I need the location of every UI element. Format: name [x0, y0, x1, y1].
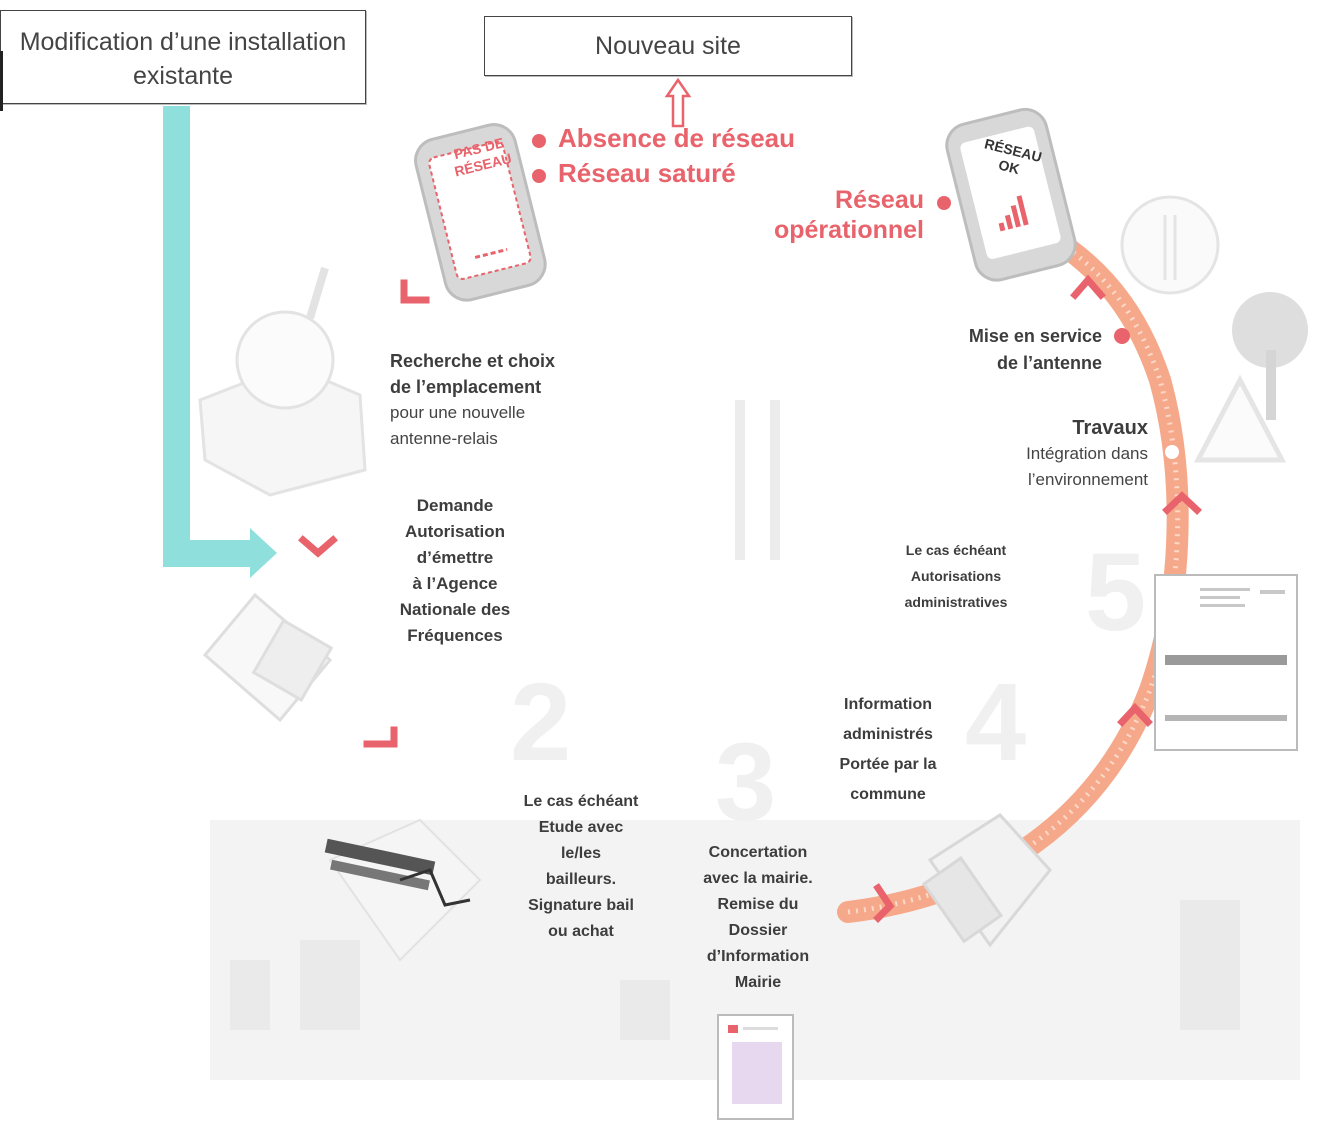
step-concertation-line: Remise du: [717, 896, 799, 913]
step-demande-line: Nationale des: [399, 600, 511, 619]
step-travaux-sub-2: l’environnement: [1027, 470, 1148, 489]
step-etude-line: Le cas échéant: [523, 793, 639, 810]
step-mise-en-service-line-1: Mise en service: [968, 326, 1102, 346]
step-concertation-line: Dossier: [728, 922, 788, 939]
svg-text:2: 2: [510, 661, 571, 784]
phone-no-network-icon: [414, 123, 547, 302]
step-etude-line: bailleurs.: [545, 871, 617, 888]
step-demande-line: Demande: [416, 496, 494, 515]
step-etude-line: le/les: [560, 845, 602, 862]
new-site-box: Nouveau site: [484, 16, 852, 76]
step-information-line: commune: [850, 786, 926, 803]
step-etude-line: ou achat: [548, 923, 614, 940]
step-demande-line: d’émettre: [416, 548, 494, 567]
status-sature: Réseau saturé: [558, 158, 736, 188]
step-travaux-title: Travaux: [1072, 417, 1148, 439]
step-autorisations-line: administratives: [904, 594, 1008, 610]
step-travaux: Travaux Intégration dans l’environnement: [990, 415, 1148, 493]
step-mise-en-service: Mise en service de l’antenne: [930, 323, 1102, 377]
administrative-document-icon: [1154, 574, 1298, 751]
antenna-background-icon: [735, 400, 780, 560]
step-demande: Demande Autorisation d’émettre à l’Agenc…: [375, 493, 535, 649]
step-etude-line: Signature bail: [528, 897, 634, 914]
svg-text:5: 5: [1085, 531, 1146, 654]
svg-text:3: 3: [715, 721, 776, 844]
status-operationnel-line2: opérationnel: [773, 216, 924, 244]
step-concertation-line: Concertation: [708, 844, 808, 861]
step-autorisations: Le cas échéant Autorisations administrat…: [894, 537, 1018, 615]
step-autorisations-line: Le cas échéant: [905, 542, 1007, 558]
up-arrow-icon: [664, 77, 692, 128]
step-recherche: Recherche et choix de l’emplacement pour…: [390, 348, 620, 452]
step-information-line: Information: [844, 696, 932, 713]
hand-document-icon: [921, 813, 1052, 948]
document-icon: [717, 1014, 794, 1120]
teal-arrow: [163, 106, 277, 578]
step-autorisations-line: Autorisations: [910, 568, 1002, 584]
step-concertation: Concertation avec la mairie. Remise du D…: [678, 840, 838, 996]
svg-text:4: 4: [965, 661, 1026, 784]
step-etude-line: Etude avec: [538, 819, 624, 836]
step-demande-line: Autorisation: [404, 522, 506, 541]
step-information-line: Portée par la: [839, 756, 937, 773]
document-signature-icon: [202, 592, 334, 723]
step-mise-en-service-line-2: de l’antenne: [996, 353, 1102, 373]
step-recherche-title-1: Recherche et choix: [390, 351, 556, 371]
status-absence: Absence de réseau: [558, 123, 796, 153]
step-concertation-line: d’Information: [706, 948, 810, 965]
step-demande-line: Fréquences: [407, 626, 503, 645]
existing-installation-box: Modification d’une installation existant…: [0, 10, 366, 111]
status-operationnel: Réseau opérationnel: [740, 185, 924, 245]
handshake-icon: [324, 818, 482, 962]
antenna-icon: [1120, 195, 1220, 295]
step-demande-line: à l’Agence: [412, 574, 498, 593]
tree-warning-icon: [1193, 292, 1308, 463]
step-recherche-sub-2: antenne-relais: [390, 429, 498, 448]
step-concertation-line: Mairie: [734, 974, 782, 991]
step-etude: Le cas échéant Etude avec le/les bailleu…: [500, 789, 662, 945]
step-recherche-title-2: de l’emplacement: [390, 377, 542, 397]
status-operationnel-line1: Réseau: [835, 186, 924, 214]
step-information: Information administrés Portée par la co…: [808, 690, 968, 810]
step-concertation-line: avec la mairie.: [703, 870, 813, 887]
step-travaux-sub-1: Intégration dans: [1026, 444, 1148, 463]
step-information-line: administrés: [843, 726, 933, 743]
phone-network-ok-icon: [945, 107, 1077, 282]
step-recherche-sub-1: pour une nouvelle: [390, 403, 526, 422]
magnifier-map-icon: [198, 266, 367, 497]
